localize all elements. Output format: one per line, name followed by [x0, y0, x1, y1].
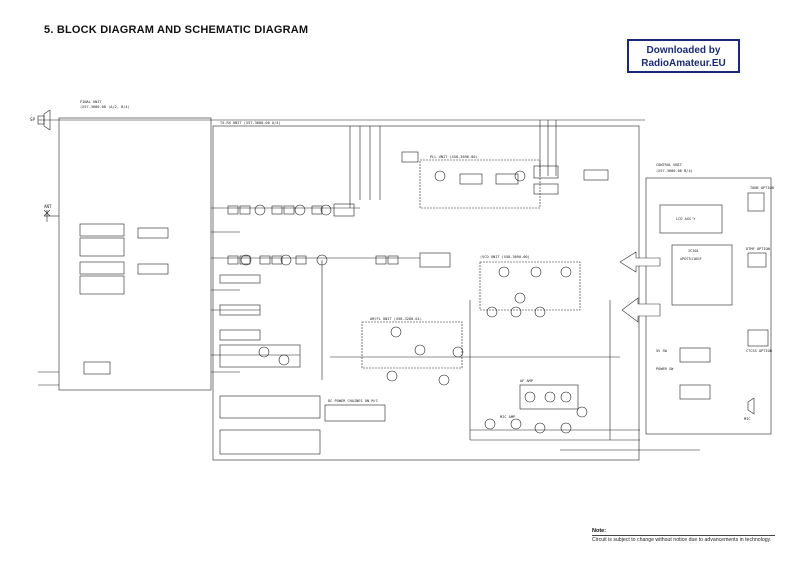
badge-line-2: RadioAmateur.EU	[641, 58, 726, 69]
dc-power-label: DC POWER CHAINES ON M/C	[328, 399, 378, 403]
final-unit-frame	[58, 117, 212, 391]
control-unit-label: CONTROL UNIT	[656, 163, 683, 167]
pll-unit-label: PLL UNIT (X58-3690-00)	[430, 155, 478, 159]
sp-label: SP	[30, 117, 36, 122]
lcd-block-label: LCD ASS'Y	[676, 217, 696, 221]
ic-block-label: IC301	[688, 249, 699, 253]
am-unit-label: AM/FL UNIT (X58-3260-01)	[370, 317, 422, 321]
note-divider	[592, 535, 775, 536]
txrx-unit-label: TX-RX UNIT (X57-3680-00 A/4)	[220, 121, 281, 125]
page-title: 5. BLOCK DIAGRAM AND SCHEMATIC DIAGRAM	[44, 24, 309, 36]
5v-sw-label: 5V SW	[656, 349, 668, 353]
dtmf-option-label: DTMF OPTION	[746, 247, 770, 251]
txrx-unit-frame	[212, 125, 640, 461]
ctcss-option-label: CTCSS OPTION	[746, 349, 772, 353]
ant-label: ANT	[44, 204, 52, 209]
download-badge: Downloaded by RadioAmateur.EU	[627, 39, 740, 73]
mic-label: MIC	[744, 417, 751, 421]
note-label: Note:	[592, 528, 607, 534]
ic-part-label: uPD75116GF	[680, 257, 702, 261]
tone-option-label: TONE OPTION	[750, 186, 774, 190]
final-unit-label: FINAL UNIT	[80, 100, 102, 104]
control-unit-frame	[645, 177, 772, 435]
note-text: Circuit is subject to change without not…	[592, 537, 772, 543]
control-unit-part: (X57-3680-00 B/4)	[656, 169, 693, 173]
final-unit-part: (X57-3680-00 (A/2, B/4)	[80, 105, 130, 109]
power-sw-label: POWER SW	[656, 367, 674, 371]
vco-unit-label: (VCO UNIT (X58-3690-00)	[480, 255, 530, 259]
badge-line-1: Downloaded by	[646, 45, 721, 56]
mic-amp-label: MIC AMP	[500, 415, 515, 419]
af-amp-label: AF AMP	[520, 379, 533, 383]
